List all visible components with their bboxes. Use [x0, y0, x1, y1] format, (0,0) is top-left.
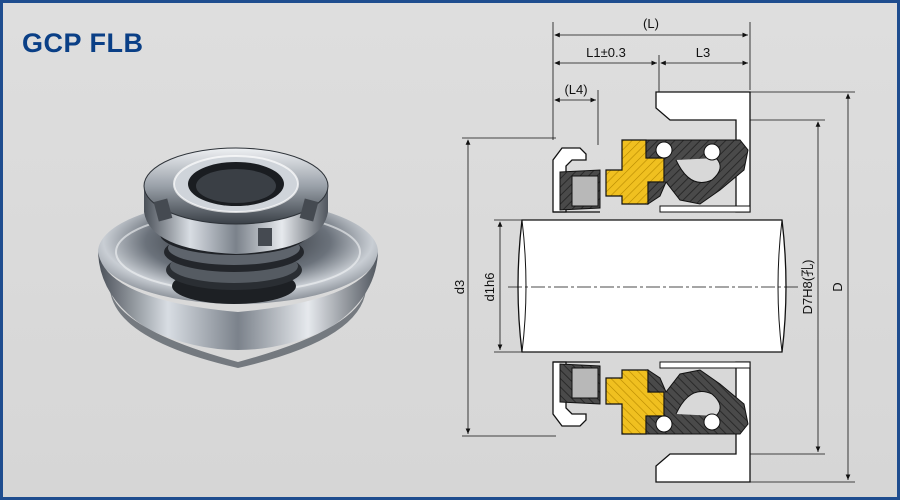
- cup-body: [98, 252, 378, 350]
- seal-assembly-photo: [98, 147, 378, 368]
- horizontal-dimensions: [552, 22, 751, 145]
- seal-lower-section: [552, 361, 751, 483]
- shaft: [517, 219, 787, 353]
- cup-base: [110, 290, 366, 368]
- dim-D7: D7H8(孔): [800, 260, 815, 315]
- seal-upper-section: [552, 91, 751, 213]
- dim-d3: d3: [452, 280, 467, 294]
- product-title: GCP FLB: [22, 28, 144, 58]
- dim-L4: (L4): [564, 82, 587, 97]
- dim-d1: d1h6: [482, 273, 497, 302]
- cross-section-drawing: (L) L1±0.3 L3 (L4) d3 d1h6 D7H8(孔) D: [452, 16, 855, 483]
- dim-D: D: [830, 282, 845, 291]
- vertical-dimensions: [462, 91, 855, 483]
- dim-L1: L1±0.3: [586, 45, 626, 60]
- dim-L3: L3: [696, 45, 710, 60]
- seal-ring: [143, 147, 329, 254]
- dim-L: (L): [643, 16, 659, 31]
